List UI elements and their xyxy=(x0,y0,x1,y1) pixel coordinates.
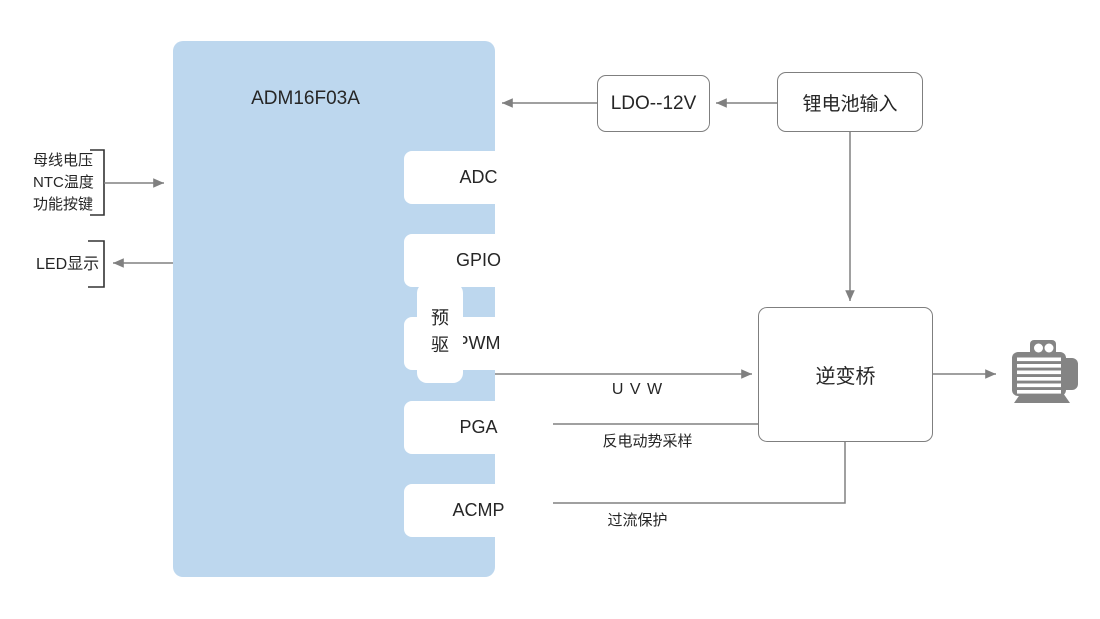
predriver-block: 预驱 xyxy=(417,283,463,383)
chip-module-adc: ADC xyxy=(404,151,553,204)
battery-input-box: 锂电池输入 xyxy=(777,72,923,132)
input-line-bus-voltage: 母线电压 xyxy=(33,152,94,169)
input-line-ntc-temp: NTC温度 xyxy=(33,174,94,191)
led-display-label: LED显示 xyxy=(36,256,100,273)
ldo-box: LDO--12V xyxy=(597,75,710,132)
input-signals-label: 母线电压 NTC温度 功能按键 xyxy=(33,150,113,216)
chip-title: ADM16F03A xyxy=(251,88,360,109)
inverter-label: 逆变桥 xyxy=(815,366,876,388)
overcurrent-arrow xyxy=(505,442,846,508)
inverter-bridge-box: 逆变桥 xyxy=(758,307,933,442)
chip-module-label: ADC xyxy=(459,167,498,187)
back-emf-label: 反电动势采样 xyxy=(602,433,693,450)
ldo-label: LDO--12V xyxy=(610,92,697,114)
battery-label: 锂电池输入 xyxy=(802,93,898,115)
input-line-function-key: 功能按键 xyxy=(33,196,94,213)
uvw-label: U V W xyxy=(611,381,664,398)
chip-module-pga: PGA xyxy=(404,401,553,454)
chip-module-label: ACMP xyxy=(452,500,505,520)
chip-module-label: GPIO xyxy=(455,250,501,270)
motor-icon xyxy=(1012,340,1078,403)
chip-module-label: PGA xyxy=(459,417,498,437)
overcurrent-label: 过流保护 xyxy=(607,512,668,529)
chip-module-acmp: ACMP xyxy=(404,484,553,537)
chip-module-label: PWM xyxy=(456,333,501,353)
chip-module-gpio: GPIO xyxy=(404,234,553,287)
